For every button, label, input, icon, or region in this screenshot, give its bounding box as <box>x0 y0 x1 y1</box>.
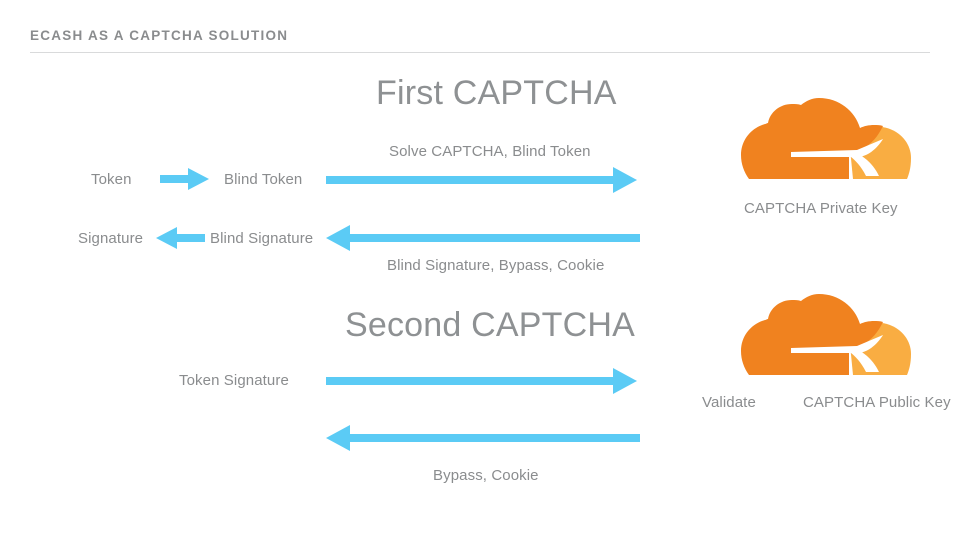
label-blind-signature-bypass-cookie: Blind Signature, Bypass, Cookie <box>387 257 605 274</box>
arrow-request-first-captcha <box>326 166 638 199</box>
label-blind-token: Blind Token <box>224 171 303 188</box>
label-token: Token <box>91 171 132 188</box>
cloudflare-cloud-icon <box>733 98 911 185</box>
label-validate: Validate <box>702 394 756 411</box>
arrow-response-first-captcha <box>325 224 640 257</box>
cloudflare-cloud-icon <box>733 294 911 381</box>
arrow-blind-signature-to-signature <box>155 224 205 257</box>
label-solve-captcha-blind-token: Solve CAPTCHA, Blind Token <box>389 143 591 160</box>
arrow-response-second-captcha <box>325 424 640 457</box>
label-token-signature: Token Signature <box>179 372 289 389</box>
label-captcha-private-key: CAPTCHA Private Key <box>744 200 898 217</box>
arrow-token-to-blind-token <box>160 165 210 198</box>
label-blind-signature: Blind Signature <box>210 230 314 247</box>
arrow-request-second-captcha <box>326 367 638 400</box>
section-heading-second-captcha: Second CAPTCHA <box>345 306 636 344</box>
label-captcha-public-key: CAPTCHA Public Key <box>803 394 951 411</box>
label-signature: Signature <box>78 230 144 247</box>
title-divider <box>30 52 930 53</box>
page-title: ECASH AS A CAPTCHA SOLUTION <box>30 28 289 43</box>
section-heading-first-captcha: First CAPTCHA <box>376 74 617 112</box>
label-bypass-cookie: Bypass, Cookie <box>433 467 539 484</box>
